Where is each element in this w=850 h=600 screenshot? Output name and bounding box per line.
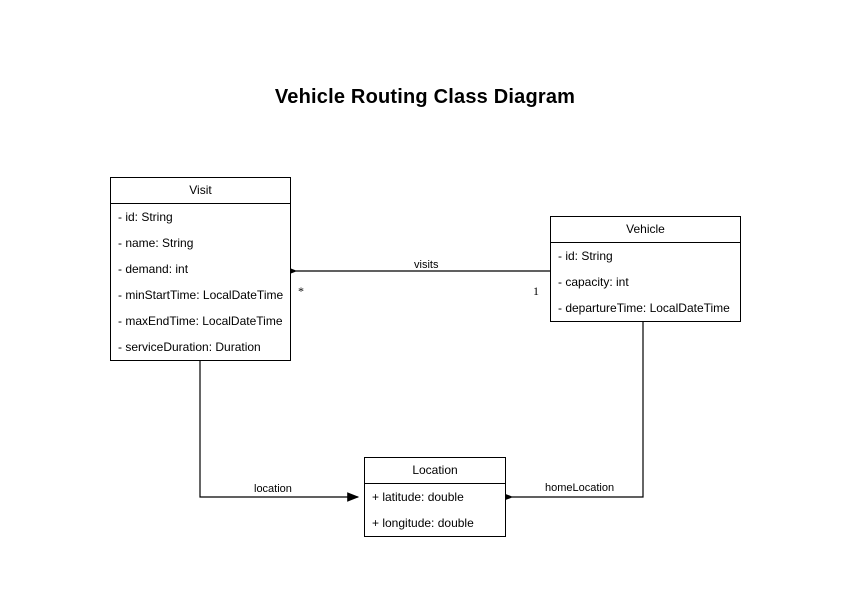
uml-attribute: - serviceDuration: Duration bbox=[118, 340, 261, 354]
edge-label-location: location bbox=[254, 483, 292, 495]
multiplicity-visit-side: * bbox=[298, 284, 304, 298]
uml-attribute: - name: String bbox=[118, 236, 194, 250]
edge-location bbox=[199, 360, 360, 502]
uml-attribute: - minStartTime: LocalDateTime bbox=[118, 288, 284, 302]
multiplicity-vehicle-side: 1 bbox=[533, 284, 539, 298]
uml-attribute: + longitude: double bbox=[372, 516, 474, 530]
uml-class-location[interactable]: Location + latitude: double + longitude:… bbox=[364, 457, 506, 537]
uml-attributes-visit: - id: String - name: String - demand: in… bbox=[111, 204, 290, 360]
uml-class-name-visit: Visit bbox=[111, 178, 290, 204]
edge-label-visits: visits bbox=[414, 259, 439, 271]
uml-attribute: - maxEndTime: LocalDateTime bbox=[118, 314, 283, 328]
uml-class-visit[interactable]: Visit - id: String - name: String - dema… bbox=[110, 177, 291, 361]
uml-attribute: - id: String bbox=[558, 249, 613, 263]
page-title: Vehicle Routing Class Diagram bbox=[274, 86, 576, 108]
uml-attribute: - capacity: int bbox=[558, 275, 629, 289]
uml-attribute: + latitude: double bbox=[372, 490, 464, 504]
uml-attributes-location: + latitude: double + longitude: double bbox=[365, 484, 505, 536]
uml-class-name-vehicle: Vehicle bbox=[551, 217, 740, 243]
uml-attributes-vehicle: - id: String - capacity: int - departure… bbox=[551, 243, 740, 321]
uml-attribute: - demand: int bbox=[118, 262, 189, 276]
uml-attribute: - id: String bbox=[118, 210, 173, 224]
uml-attribute: - departureTime: LocalDateTime bbox=[558, 301, 730, 315]
edge-home-location bbox=[501, 321, 644, 502]
uml-class-vehicle[interactable]: Vehicle - id: String - capacity: int - d… bbox=[550, 216, 741, 322]
edge-label-home-location: homeLocation bbox=[545, 482, 615, 494]
uml-class-name-location: Location bbox=[365, 458, 505, 484]
